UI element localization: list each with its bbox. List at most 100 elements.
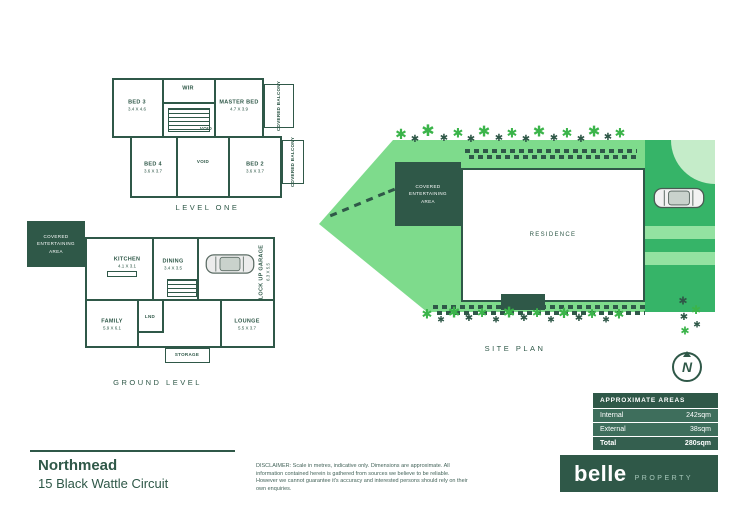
wall [162, 299, 164, 333]
kitchen-bench [107, 271, 137, 277]
wall [162, 78, 164, 138]
tree-icon: ✱ [576, 134, 586, 145]
tree-icon: ✱ [421, 306, 433, 322]
room-covered-entertaining-ground: COVERED ENTERTAINING AREA [27, 221, 85, 267]
street-address: 15 Black Wattle Circuit [38, 476, 169, 491]
room-void-2: VOID [196, 159, 210, 165]
tree-icon: ✱ [439, 133, 449, 144]
tree-icon: ✱ [680, 325, 690, 338]
brand-name: belle [574, 460, 627, 486]
tree-icon: ✱ [506, 125, 518, 141]
tree-icon: ✱ [519, 313, 529, 324]
tree-icon: ✱ [574, 313, 584, 324]
tree-icon: ✱ [477, 123, 491, 141]
hedge-row [437, 311, 645, 315]
tree-icon: ✱ [679, 312, 689, 323]
tree-icon: ✱ [587, 123, 601, 141]
level-one-bottom-wing [130, 136, 282, 198]
areas-row-external: External 38sqm [593, 423, 718, 436]
wall [228, 136, 230, 198]
belle-property-logo: belle PROPERTY [560, 455, 718, 492]
tree-icon: ✱ [613, 306, 625, 322]
level-one-label: LEVEL ONE [175, 203, 240, 212]
tree-icon: ✱ [502, 304, 516, 322]
hedge-row [465, 149, 637, 153]
storage-box [165, 348, 210, 363]
path-strip [645, 252, 715, 265]
wall [137, 331, 164, 333]
tree-icon: ✱ [464, 313, 474, 324]
wall [220, 299, 222, 348]
room-covered-balcony-bottom: COVERED BALCONY [290, 136, 296, 188]
room-bed4: BED 4 3.6 X 3.7 [143, 161, 163, 174]
areas-row-value: 242sqm [686, 412, 711, 419]
level-one-plan: BED 3 3.4 X 4.6 WIR MASTER BED 4.7 X 3.9… [110, 76, 305, 212]
areas-row-value: 280sqm [684, 440, 711, 447]
room-bed3: BED 3 3.4 X 4.6 [127, 99, 147, 112]
tree-icon: ✱ [532, 123, 546, 141]
brand-suffix: PROPERTY [634, 474, 694, 482]
room-wir: WIR [182, 85, 194, 92]
areas-row-label: Total [600, 440, 617, 447]
tree-icon: ✱ [693, 319, 701, 330]
areas-row-total: Total 280sqm [593, 437, 718, 450]
site-covered-entertaining: COVERED ENTERTAINING AREA [395, 162, 461, 226]
tree-icon: ✱ [531, 306, 543, 320]
tree-icon: ✱ [476, 306, 488, 320]
wall [214, 78, 216, 138]
north-arrow-icon [683, 351, 691, 357]
disclaimer-text: DISCLAIMER: Scale in metres, indicative … [256, 463, 468, 493]
tree-icon: ✱ [614, 125, 626, 141]
compass-n-label: N [681, 359, 693, 375]
room-master-bed: MASTER BED 4.7 X 3.9 [219, 99, 259, 112]
areas-table-header: APPROXIMATE AREAS [593, 393, 718, 408]
tree-icon: ✱ [547, 314, 555, 325]
north-compass: N [672, 351, 702, 382]
tree-icon: ✱ [603, 132, 613, 143]
tree-icon: ✱ [452, 125, 464, 141]
approximate-areas-table: APPROXIMATE AREAS Internal 242sqm Extern… [593, 393, 718, 450]
footer-rule [30, 450, 235, 452]
room-covered-balcony-top: COVERED BALCONY [276, 80, 282, 132]
tree-icon: ✱ [678, 295, 688, 308]
tree-icon: ✱ [586, 307, 598, 321]
wall [137, 299, 139, 348]
stairs [167, 279, 197, 297]
tree-icon: ✱ [494, 133, 504, 144]
areas-row-label: Internal [600, 412, 624, 419]
room-lock-up-garage: LOCK UP GARAGE 6.3 X 5.5 [258, 244, 271, 300]
areas-row-label: External [600, 426, 626, 433]
wall [152, 237, 154, 299]
path-strip [645, 226, 715, 239]
car-icon [205, 254, 255, 274]
tree-icon: ✱ [558, 305, 570, 321]
tree-icon: ✱ [437, 314, 445, 325]
tree-icon: ✱ [602, 314, 610, 325]
wall [85, 299, 275, 301]
room-storage: STORAGE [174, 352, 200, 358]
areas-row-internal: Internal 242sqm [593, 409, 718, 422]
wall [197, 237, 199, 299]
room-kitchen: KITCHEN 4.1 X 3.1 [113, 256, 141, 269]
tree-icon: ✱ [561, 125, 573, 141]
tree-icon: ✱ [466, 134, 476, 145]
room-bed2: BED 2 3.6 X 3.7 [245, 161, 265, 174]
stairs [168, 108, 210, 132]
level-one-balcony-top [264, 84, 294, 128]
room-lnd: LND [144, 314, 156, 320]
site-plan-label: SITE PLAN [484, 344, 546, 353]
site-plan: COVERED ENTERTAINING AREA RESIDENCE SITE… [315, 123, 715, 353]
room-family: FAMILY 5.9 X 6.1 [101, 318, 123, 331]
wall [162, 102, 216, 104]
suburb-title: Northmead [38, 457, 118, 474]
room-void-1: VOID [199, 126, 213, 132]
areas-row-value: 38sqm [689, 426, 711, 433]
room-lounge: LOUNGE 5.5 X 3.7 [234, 318, 260, 331]
tree-icon: ✱ [549, 133, 559, 144]
ground-level-label: GROUND LEVEL [113, 378, 202, 387]
car-icon [653, 187, 705, 209]
ground-level-plan: COVERED ENTERTAINING AREA KITCHEN 4.1 X … [25, 213, 290, 388]
site-shed [501, 294, 545, 310]
tree-icon: ✱ [410, 134, 420, 145]
